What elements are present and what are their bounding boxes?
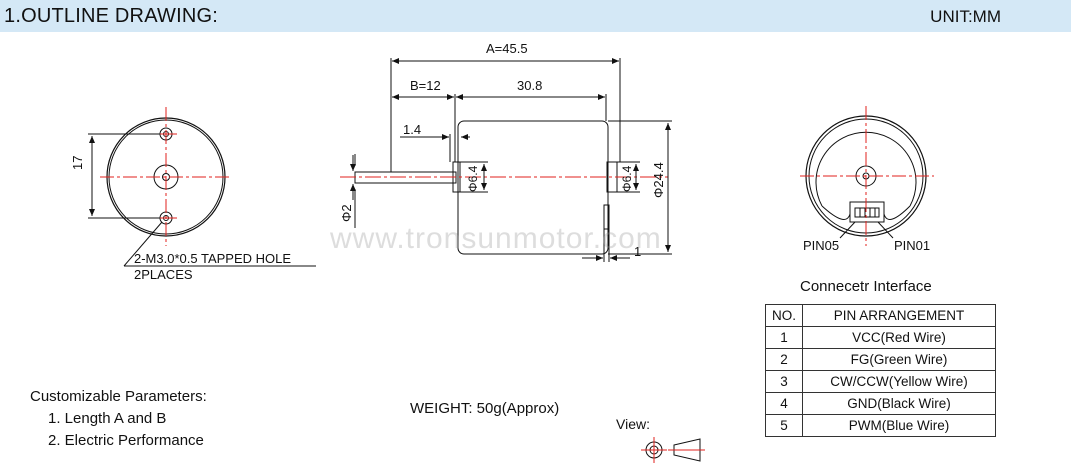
pin-function: VCC(Red Wire) bbox=[802, 326, 997, 349]
unit-label: UNIT:MM bbox=[930, 7, 1001, 26]
table-row: 5 PWM(Blue Wire) bbox=[764, 414, 997, 437]
pin-table: NO. PIN ARRANGEMENT 1 VCC(Red Wire) 2 FG… bbox=[764, 304, 997, 437]
dim-b: B=12 bbox=[410, 78, 441, 93]
tapped-hole-places: 2PLACES bbox=[134, 267, 193, 282]
rear-view bbox=[800, 106, 934, 246]
weight-label: WEIGHT: 50g(Approx) bbox=[410, 400, 560, 417]
side-view bbox=[340, 58, 672, 262]
table-row: 1 VCC(Red Wire) bbox=[764, 326, 997, 349]
page-title: 1.OUTLINE DRAWING: bbox=[4, 5, 218, 27]
header-pin-arrangement: PIN ARRANGEMENT bbox=[802, 304, 997, 327]
tapped-hole-note: 2-M3.0*0.5 TAPPED HOLE bbox=[134, 251, 292, 266]
dim-shaft-diameter: Φ2 bbox=[339, 204, 354, 222]
pin-function: CW/CCW(Yellow Wire) bbox=[802, 370, 997, 393]
pin-number: 1 bbox=[764, 326, 804, 349]
view-label: View: bbox=[616, 416, 650, 432]
pin-number: 3 bbox=[764, 370, 804, 393]
header-no: NO. bbox=[764, 304, 804, 327]
pin-number: 2 bbox=[764, 348, 804, 371]
dim-17: 17 bbox=[70, 155, 85, 170]
dim-body-length: 30.8 bbox=[517, 78, 543, 93]
front-view bbox=[88, 107, 316, 267]
pin-number: 5 bbox=[764, 414, 804, 437]
param-item: 1. Length A and B bbox=[48, 410, 167, 427]
dim-rear-boss-diameter: Φ6.4 bbox=[620, 165, 634, 192]
table-row: 2 FG(Green Wire) bbox=[764, 348, 997, 371]
pin01-label: PIN01 bbox=[894, 238, 931, 253]
pin-function: PWM(Blue Wire) bbox=[802, 414, 997, 437]
table-row: 4 GND(Black Wire) bbox=[764, 392, 997, 415]
connector-title: Connecetr Interface bbox=[800, 278, 932, 295]
table-row: 3 CW/CCW(Yellow Wire) bbox=[764, 370, 997, 393]
watermark: www.tronsunmotor.com bbox=[330, 222, 662, 255]
pin-table-header: NO. PIN ARRANGEMENT bbox=[764, 304, 997, 327]
dim-a: A=45.5 bbox=[486, 41, 528, 56]
dim-1-4: 1.4 bbox=[403, 122, 422, 137]
dim-body-diameter: Φ24.4 bbox=[651, 162, 666, 198]
params-title: Customizable Parameters: bbox=[30, 388, 207, 405]
header-bar: 1.OUTLINE DRAWING: UNIT:MM bbox=[0, 0, 1071, 32]
projection-symbol bbox=[641, 437, 705, 463]
dim-1: 1 bbox=[634, 244, 642, 259]
pin05-label: PIN05 bbox=[803, 238, 840, 253]
dim-front-boss-diameter: Φ6.4 bbox=[466, 165, 480, 192]
pin-function: GND(Black Wire) bbox=[802, 392, 997, 415]
param-item: 2. Electric Performance bbox=[48, 432, 204, 449]
pin-number: 4 bbox=[764, 392, 804, 415]
pin-function: FG(Green Wire) bbox=[802, 348, 997, 371]
